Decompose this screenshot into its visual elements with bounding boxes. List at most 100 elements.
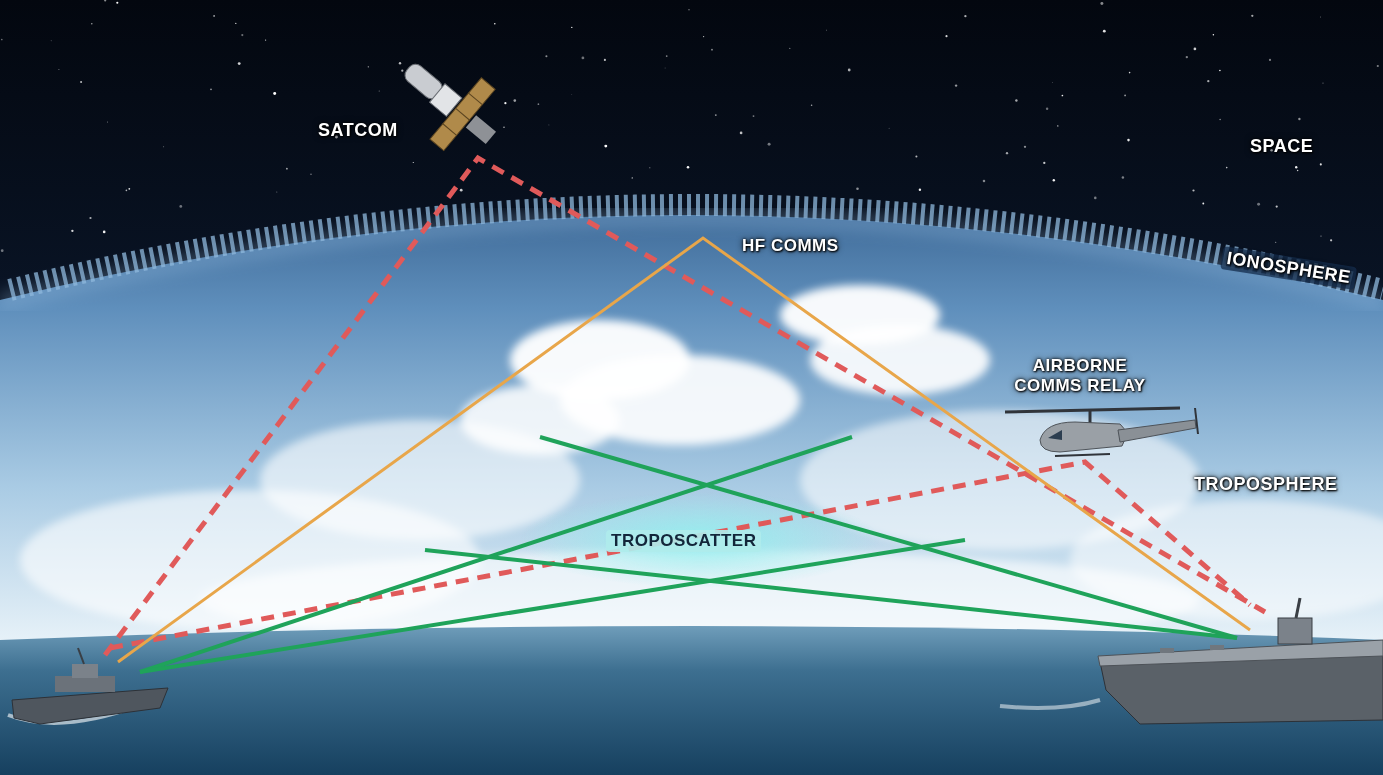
star [753,115,755,117]
star [649,167,650,168]
star [494,23,496,25]
star [460,189,463,192]
star [401,70,403,72]
star [888,127,890,129]
star [1226,167,1228,169]
star [768,143,771,146]
star [915,155,917,157]
star [666,55,668,57]
clouds [20,285,1383,650]
star [1122,176,1124,178]
star [1251,15,1253,17]
region-label: SPACE [1250,136,1313,157]
star [1297,170,1299,172]
star [1006,152,1008,154]
star [91,23,93,25]
ship-hull [12,688,168,724]
star [548,124,550,126]
ship-mast [78,648,84,664]
star [1202,203,1204,205]
star [983,180,986,183]
tropo-beam [140,437,852,672]
star [1377,65,1379,67]
solar-panel [430,78,495,151]
helicopter-body [1040,422,1126,452]
star [604,145,607,148]
star [1094,197,1097,200]
star [1194,48,1197,51]
cockpit [1048,430,1062,440]
star [210,88,212,90]
panel-line [469,93,483,105]
star [1320,16,1322,18]
tropo-beam [540,437,1237,638]
star [571,27,572,28]
star [273,92,276,95]
ionosphere-band [10,205,1383,290]
star [1100,2,1103,5]
ship-bridge [72,664,98,678]
flight-deck [1098,640,1383,666]
star [80,81,82,83]
star [50,40,52,42]
star [1103,30,1106,33]
star [789,48,790,49]
star [128,188,130,190]
tail-boom [1118,420,1196,442]
star [163,146,165,148]
star [310,174,311,175]
star [241,34,243,36]
star [1043,162,1045,164]
star [1046,107,1048,109]
star [688,9,689,10]
region-label: IONOSPHERE [1220,246,1357,290]
star [235,23,236,24]
star [715,114,717,116]
satcom-link [105,158,1265,655]
tail-rotor [1195,408,1198,434]
star [1213,34,1214,35]
star [286,168,288,170]
star [399,62,401,64]
star [825,29,827,31]
star [238,62,241,65]
star [1124,94,1126,96]
deck-aircraft [1210,645,1224,650]
star [811,104,813,106]
right-ship [1000,598,1383,724]
star [504,102,506,104]
star [104,0,106,2]
star [703,36,704,37]
atmosphere [0,215,1383,775]
star [1052,82,1054,84]
atmosphere-glow [0,217,1383,302]
satcom-links [105,158,1265,655]
relay-label: AIRBORNE COMMS RELAY [1010,356,1150,395]
star [1298,118,1300,120]
satellite [382,38,516,169]
star [89,217,91,219]
star [1322,82,1323,83]
star [103,231,106,234]
landing-gear [1055,454,1110,456]
star [1,39,3,41]
star [1186,56,1188,58]
star [1276,205,1278,207]
star [1219,70,1221,72]
star [1192,189,1194,191]
star [71,230,73,232]
star [740,132,743,135]
star [1320,163,1322,165]
rotor-mast [1089,410,1092,424]
star [1015,99,1017,101]
star [1330,239,1332,241]
star [58,69,59,70]
star [919,189,921,191]
troposcatter-glow [520,492,880,588]
star [513,99,516,102]
star [368,66,369,67]
ship-mast [1296,598,1300,618]
star [1,249,4,252]
star [126,189,128,191]
